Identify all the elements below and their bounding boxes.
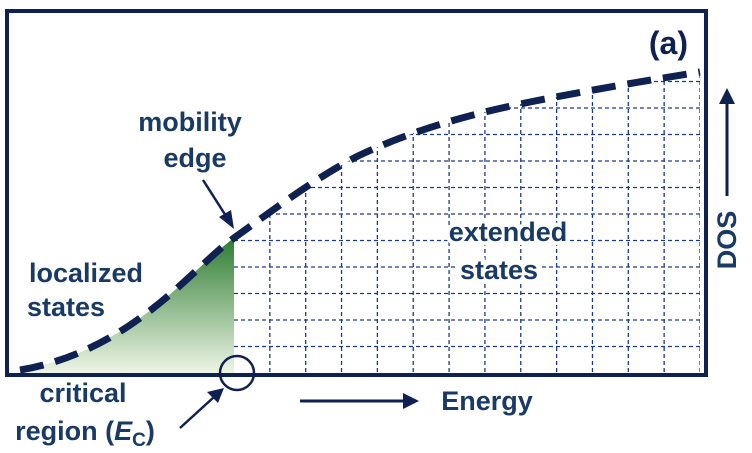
mobility-edge-arrow	[201, 179, 234, 229]
critical-region-marker	[218, 354, 256, 392]
critical-region-label-line1: critical	[39, 378, 126, 408]
dos-curve	[19, 68, 701, 374]
panel-label: (a)	[649, 25, 688, 61]
critical-region-label-line2: region (EC)	[15, 416, 155, 451]
extended-states-label-line2: states	[460, 255, 538, 285]
plot-frame	[5, 9, 708, 377]
mobility-edge-label-line2: edge	[163, 143, 226, 173]
extended-states-label-line1: extended	[449, 217, 568, 247]
energy-axis-arrow	[300, 393, 419, 409]
dos-axis-arrow	[719, 88, 735, 196]
critical-region-arrow	[179, 388, 224, 429]
localized-states-label-line2: states	[27, 292, 105, 322]
mobility-edge-label-line1: mobility	[138, 107, 242, 137]
localized-region	[20, 238, 234, 373]
energy-axis-label: Energy	[441, 386, 533, 416]
dos-axis-label: DOS	[712, 211, 742, 270]
localized-states-label-line1: localized	[29, 258, 143, 288]
